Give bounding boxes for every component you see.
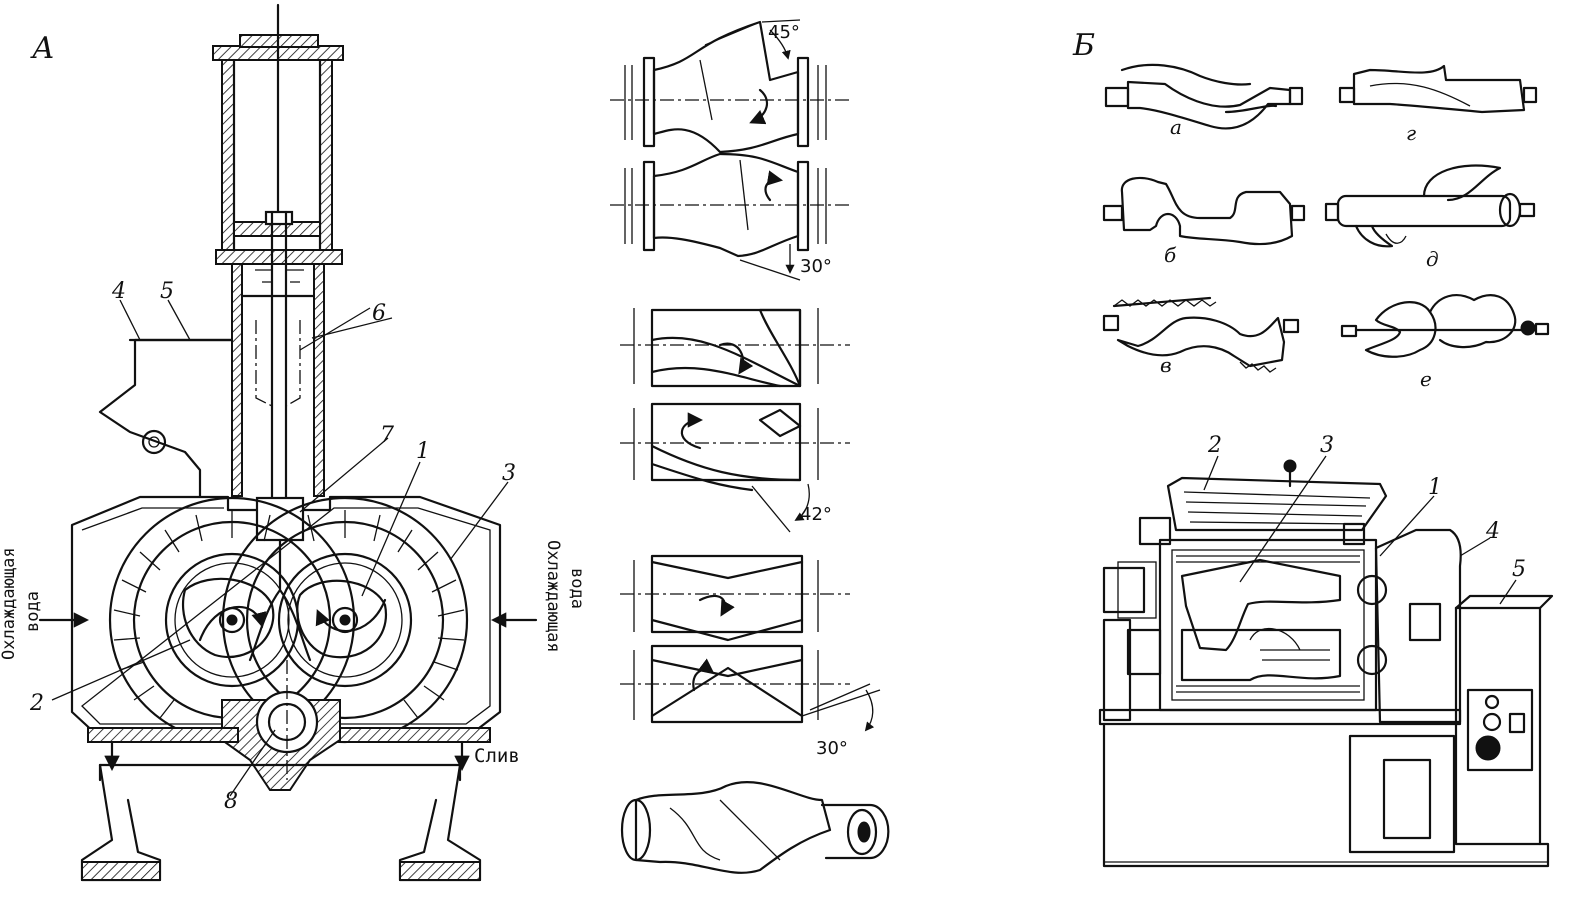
pneumatic-cylinder: [212, 3, 344, 502]
callout-3: 3: [502, 461, 516, 486]
blade-letter-b: б: [1164, 243, 1177, 267]
blade-letter-e: е: [1420, 367, 1432, 391]
machine-callout-2: 2: [1207, 433, 1222, 458]
mixer-machine: 2 3 1 4 5: [1098, 433, 1554, 868]
mixer-cross-section: А 1 2 3 4 5 6 7 8 Охлаждающая вода Охлаж…: [0, 3, 587, 882]
blade-profiles: 45° 30° 42°: [610, 19, 890, 874]
callout-8: 8: [224, 789, 238, 814]
blade-e: е: [1340, 294, 1550, 391]
blade-letter-d: д: [1426, 247, 1439, 271]
ram-housing: [231, 263, 325, 497]
angle-45-label: 45°: [768, 22, 800, 43]
cooling-water-right-line1: Охлаждающая: [543, 540, 563, 653]
blade-types: Б а г б: [1072, 28, 1550, 391]
blade-letter-v: в: [1160, 353, 1172, 377]
profile-sigma: 45°: [610, 19, 850, 206]
blade-letter-g: г: [1406, 121, 1416, 145]
machine-callout-4: 4: [1485, 519, 1500, 544]
cooling-water-left-line2: вода: [23, 591, 43, 632]
machine-callout-5: 5: [1512, 557, 1526, 582]
callout-2: 2: [29, 691, 44, 716]
callout-7: 7: [380, 423, 394, 448]
machine-callout-3: 3: [1320, 433, 1334, 458]
panel-b-label: Б: [1072, 28, 1095, 63]
twisted-blade: [620, 781, 890, 874]
blade-a: а: [1104, 63, 1304, 139]
machine-callout-1: 1: [1428, 475, 1442, 500]
callout-5: 5: [160, 279, 174, 304]
blade-d: д: [1324, 164, 1536, 271]
blade-b: б: [1102, 176, 1306, 267]
angle-42-label: 42°: [800, 504, 832, 525]
callout-4: 4: [111, 279, 126, 304]
callout-1: 1: [416, 439, 430, 464]
profile-zigzag: 30°: [620, 554, 881, 759]
cooling-water-left-line1: Охлаждающая: [0, 547, 19, 660]
profile-sigma-2: 30°: [624, 152, 832, 281]
angle-30-bottom-label: 30°: [816, 738, 848, 759]
angle-30-top-label: 30°: [800, 256, 832, 277]
callout-6: 6: [372, 301, 386, 326]
mixing-chamber: [38, 317, 538, 882]
blade-v: в: [1102, 296, 1300, 377]
blade-letter-a: а: [1170, 115, 1182, 139]
drain-label: Слив: [474, 745, 520, 767]
panel-a-label: А: [30, 31, 55, 66]
blade-g: г: [1338, 64, 1538, 145]
cooling-water-right-line2: вода: [567, 568, 587, 609]
loading-hopper: [98, 299, 371, 498]
profile-helical: 42°: [620, 308, 850, 533]
